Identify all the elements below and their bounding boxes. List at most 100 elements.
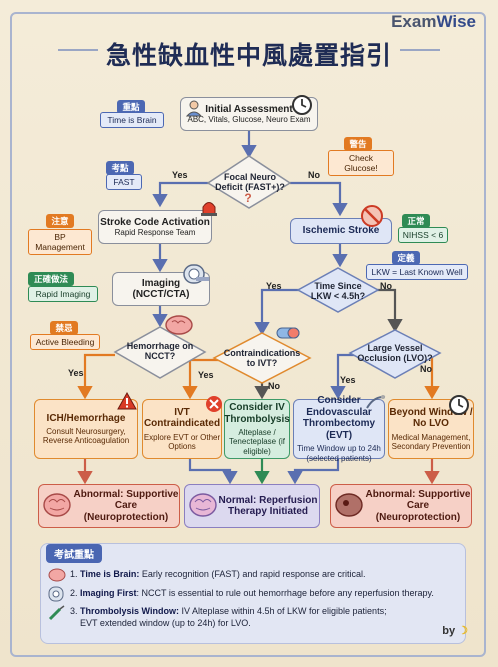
byline-text: by — [442, 625, 456, 637]
ischemic-title: Ischemic Stroke — [302, 225, 380, 237]
summary-item-1-text: Early recognition (FAST) and rapid respo… — [139, 569, 366, 579]
no-entry-icon — [360, 204, 384, 228]
summary-item-1-num: 1. — [70, 569, 78, 579]
consider-iv-sub: Alteplase / Tenecteplase (if eligible) — [228, 428, 286, 456]
ivt-contra-title: IVT Contraindicated — [143, 406, 221, 430]
page-frame — [10, 12, 486, 657]
summary-item-3-bold: Thrombolysis Window: — [80, 606, 179, 616]
consider-evt-title: Consider Endovascular Thrombectomy (EVT) — [302, 395, 376, 441]
stroke-code-title: Stroke Code Activation — [100, 216, 210, 228]
label-contra-yes: Yes — [198, 370, 214, 380]
abn1-title: Abnormal: Supportive Care (Neuroprotecti… — [73, 488, 179, 523]
tag-forbid-label: 禁忌 — [50, 321, 78, 335]
exam-summary-panel — [40, 543, 466, 644]
tag-correct-label: 正確做法 — [28, 272, 74, 286]
byline: by ☽ — [442, 624, 468, 637]
banana-icon: ☽ — [458, 625, 468, 637]
title-rule-right — [400, 49, 440, 51]
warning-icon — [117, 392, 137, 410]
ich-sub: Consult Neurosurgery, Reverse Anticoagul… — [42, 427, 130, 446]
tag-test-note: FAST — [106, 174, 142, 190]
vessel-icon — [366, 394, 386, 410]
tag-test-label: 考點 — [106, 161, 134, 175]
summary-item-2-num: 2. — [70, 588, 78, 598]
ct-scanner-icon — [182, 262, 210, 286]
ct-scanner-icon — [48, 586, 66, 602]
question-icon: ? — [244, 191, 252, 205]
beyond-title: Beyond Window / No LVO — [389, 406, 473, 430]
pill-icon — [276, 326, 300, 340]
brain-icon — [334, 490, 364, 520]
beyond-sub: Medical Management, Secondary Prevention — [391, 432, 471, 451]
summary-item-3-text: IV Alteplase within 4.5h of LKW for elig… — [178, 606, 387, 616]
summary-item-2-bold: Imaging First — [80, 588, 137, 598]
summary-item-1-bold: Time is Brain: — [80, 569, 140, 579]
tag-correct-note: Rapid Imaging — [28, 286, 98, 302]
brain-icon — [164, 314, 194, 336]
tag-define-note: LKW = Last Known Well — [366, 264, 468, 280]
summary-item-3b: EVT extended window (up to 24h) for LVO. — [80, 618, 251, 629]
consider-evt-sub: Time Window up to 24h (selected patients… — [297, 444, 381, 463]
abn2-title: Abnormal: Supportive Care (Neuroprotecti… — [365, 488, 471, 523]
initial-sub: ABC, Vitals, Glucose, Neuro Exam — [187, 115, 311, 125]
diamond-focal — [206, 155, 292, 209]
imaging-title: Imaging (NCCT/CTA) — [132, 277, 190, 301]
ich-title: ICH/Hemorrhage — [46, 412, 126, 424]
brain-icon — [188, 490, 218, 520]
lvo-question: Large Vessel Occlusion (LVO)? — [357, 342, 433, 363]
brain-icon — [42, 490, 72, 520]
doctor-icon — [185, 99, 203, 117]
label-time-no: No — [380, 281, 392, 291]
title-rule-left — [58, 49, 98, 51]
summary-item-2: 2. Imaging First: NCCT is essential to r… — [70, 588, 434, 599]
ivt-contra-sub: Explore EVT or Other Options — [143, 432, 221, 451]
label-focal-no: No — [308, 170, 320, 180]
summary-item-3: 3. Thrombolysis Window: IV Alteplase wit… — [70, 606, 387, 617]
label-lvo-yes: Yes — [340, 375, 356, 385]
stop-icon — [205, 395, 223, 413]
tag-warn-label: 警告 — [344, 137, 372, 151]
summary-item-3b-text: EVT extended window (up to 24h) for LVO. — [80, 618, 251, 628]
summary-item-2-text: : NCCT is essential to rule out hemorrha… — [136, 588, 434, 598]
time-since-question: Time Since LKW < 4.5h? — [310, 280, 366, 301]
tag-key-note: Time is Brain — [100, 112, 164, 128]
normal-title: Normal: Reperfusion Therapy Initiated — [218, 494, 318, 518]
tag-caution-label: 注意 — [46, 214, 74, 228]
label-lvo-no: No — [420, 364, 432, 374]
consider-evt-box: Consider Endovascular Thrombectomy (EVT)… — [293, 395, 385, 463]
brand-wise: Wise — [436, 12, 476, 31]
consider-iv-box: Consider IV Thrombolysis Alteplase / Ten… — [224, 399, 290, 459]
consider-iv-title: Consider IV Thrombolysis — [224, 402, 290, 425]
label-time-yes: Yes — [266, 281, 282, 291]
clock-icon — [291, 94, 313, 116]
tag-caution-note: BP Management — [28, 229, 92, 255]
brain-icon — [48, 567, 66, 583]
tag-normal-note: NIHSS < 6 — [398, 227, 448, 243]
brand-logo: ExamWise — [391, 12, 476, 32]
tag-key-label: 重點 — [117, 100, 145, 114]
stroke-code-box: Stroke Code Activation Rapid Response Te… — [98, 210, 212, 244]
summary-item-3-num: 3. — [70, 606, 78, 616]
clock-icon — [448, 394, 470, 416]
label-contra-no: No — [268, 381, 280, 391]
hemorrhage-question: Hemorrhage on NCCT? — [126, 340, 194, 361]
label-hem-yes: Yes — [68, 368, 84, 378]
ivt-contraindicated-box: IVT Contraindicated Explore EVT or Other… — [142, 399, 222, 459]
tag-define-label: 定義 — [392, 251, 420, 265]
label-focal-yes: Yes — [172, 170, 188, 180]
diamond-time — [296, 267, 380, 313]
tag-forbid-note: Active Bleeding — [30, 334, 100, 350]
tag-normal-label: 正常 — [402, 214, 430, 228]
diamond-hemorrhage — [113, 326, 207, 379]
focal-deficit-question: Focal Neuro Deficit (FAST+)? — [215, 171, 285, 192]
syringe-icon — [48, 605, 66, 621]
diamond-contra — [212, 332, 312, 384]
initial-title: Initial Assessment — [205, 103, 293, 115]
contra-question: Contraindications to IVT? — [223, 347, 301, 368]
summary-title: 考試重點 — [46, 544, 102, 563]
page-title: 急性缺血性中風處置指引 — [105, 41, 392, 70]
brand-exam: Exam — [391, 12, 437, 31]
diamond-lvo — [348, 329, 442, 379]
